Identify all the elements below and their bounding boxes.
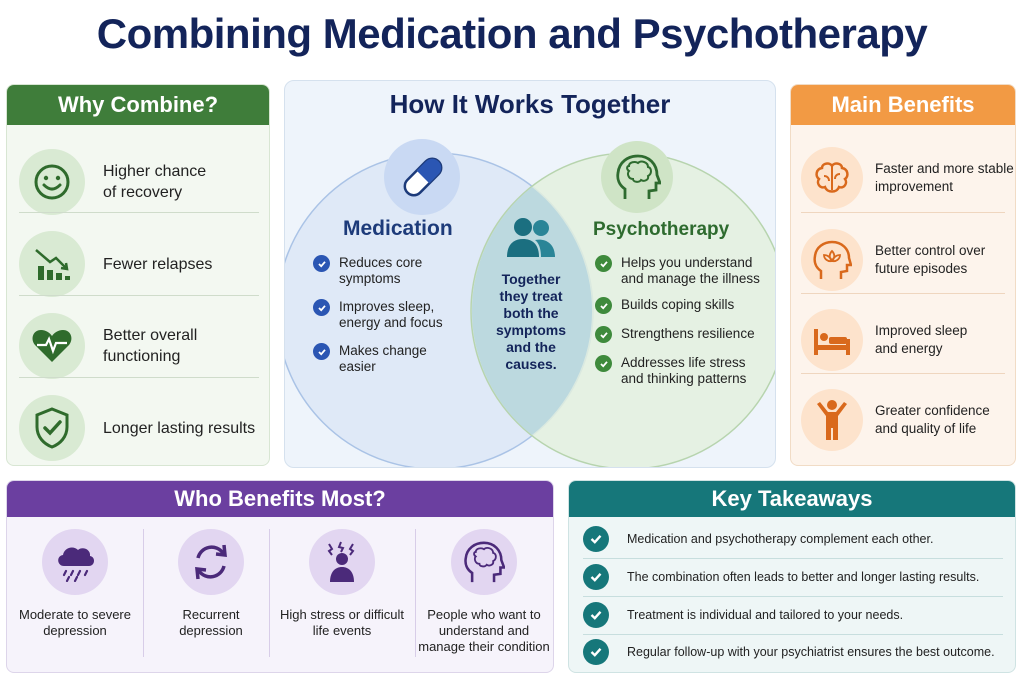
benefit-item-text: Faster and more stable improvement [875, 161, 1014, 194]
stressed-person-icon [309, 529, 375, 595]
page-title: Combining Medication and Psychotherapy [96, 10, 928, 57]
brain-icon [801, 147, 863, 209]
check-icon [583, 602, 609, 628]
how-it-works-header: How It Works Together [389, 89, 671, 119]
who-benefits-header: Who Benefits Most? [7, 481, 553, 517]
check-icon [583, 564, 609, 590]
why-item-text: Better overall functioning [103, 327, 198, 365]
head-brain-icon [451, 529, 517, 595]
list-item: Helps you understand and manage the illn… [595, 255, 765, 287]
who-benefits-panel: Who Benefits Most? Moderate to severe de… [6, 480, 554, 673]
benefit-item-text: Greater confidence and quality of life [875, 403, 990, 436]
why-item-text: Higher chance of recovery [103, 163, 207, 201]
why-item-text: Fewer relapses [103, 255, 213, 273]
takeaway-item: Treatment is individual and tailored to … [583, 597, 1003, 633]
list-item: Improves sleep, energy and focus [313, 299, 463, 331]
check-icon [595, 297, 612, 314]
list-item: Makes change easier [313, 343, 463, 375]
takeaway-item: Medication and psychotherapy complement … [583, 521, 1003, 557]
key-takeaways-header: Key Takeaways [569, 481, 1015, 517]
overlap-text: Together they treat both the symptoms an… [495, 271, 567, 372]
list-item: Reduces core symptoms [313, 255, 463, 287]
why-combine-header: Why Combine? [7, 85, 269, 125]
bed-icon [801, 309, 863, 371]
key-takeaways-panel: Key Takeaways Medication and psychothera… [568, 480, 1016, 673]
check-icon [313, 255, 330, 272]
why-item-text: Longer lasting results [103, 419, 256, 437]
why-item-lasting: Longer lasting results [7, 387, 269, 465]
who-item-text: Recurrent depression [179, 607, 243, 638]
benefit-item: Better control over future episodes [791, 219, 1015, 301]
who-item: People who want to understand and manage… [411, 525, 553, 670]
check-icon [595, 355, 612, 372]
check-icon [583, 639, 609, 665]
list-item: Addresses life stress and thinking patte… [595, 355, 765, 387]
main-benefits-header: Main Benefits [791, 85, 1015, 125]
medication-title: Medication [343, 217, 453, 240]
who-item-text: Moderate to severe depression [18, 607, 131, 638]
psychotherapy-title: Psychotherapy [593, 219, 730, 240]
list-item: Strengthens resilience [595, 326, 765, 343]
smiley-face-icon [19, 149, 85, 215]
who-item-text: People who want to understand and manage… [418, 607, 550, 654]
shield-check-icon [19, 395, 85, 461]
main-benefits-panel: Main Benefits Faster and more stable imp… [790, 84, 1016, 466]
psychotherapy-list: Helps you understand and manage the illn… [595, 255, 765, 399]
benefit-item-text: Better control over future episodes [875, 243, 986, 276]
who-item-text: High stress or difficult life events [279, 607, 405, 638]
check-icon [595, 255, 612, 272]
check-icon [313, 343, 330, 360]
why-combine-panel: Why Combine? Higher chance of recovery F… [6, 84, 270, 466]
rain-cloud-icon [42, 529, 108, 595]
heart-pulse-icon [19, 313, 85, 379]
check-icon [313, 299, 330, 316]
head-lotus-icon [801, 229, 863, 291]
who-item: Moderate to severe depression [7, 525, 143, 670]
medication-list: Reduces core symptoms Improves sleep, en… [313, 255, 463, 387]
why-item-relapses: Fewer relapses [7, 223, 269, 305]
head-brain-icon [615, 153, 663, 206]
declining-bar-chart-icon [19, 231, 85, 297]
who-item: Recurrent depression [143, 525, 279, 670]
takeaway-item: The combination often leads to better an… [583, 559, 1003, 595]
how-it-works-panel: How It Works Together Medication Psychot… [284, 80, 776, 468]
benefit-item: Greater confidence and quality of life [791, 379, 1015, 461]
who-item: High stress or difficult life events [269, 525, 415, 670]
check-icon [583, 526, 609, 552]
list-item: Builds coping skills [595, 297, 765, 314]
pill-capsule-icon [397, 151, 449, 208]
check-icon [595, 326, 612, 343]
person-arms-raised-icon [801, 389, 863, 451]
why-item-recovery: Higher chance of recovery [7, 141, 269, 223]
benefit-item: Improved sleep and energy [791, 299, 1015, 381]
takeaway-item: Regular follow-up with your psychiatrist… [583, 634, 1003, 670]
recurring-arrows-icon [178, 529, 244, 595]
people-icon [501, 215, 561, 264]
benefit-item: Faster and more stable improvement [791, 137, 1015, 219]
benefit-item-text: Improved sleep and energy [875, 323, 968, 356]
why-item-functioning: Better overall functioning [7, 305, 269, 387]
